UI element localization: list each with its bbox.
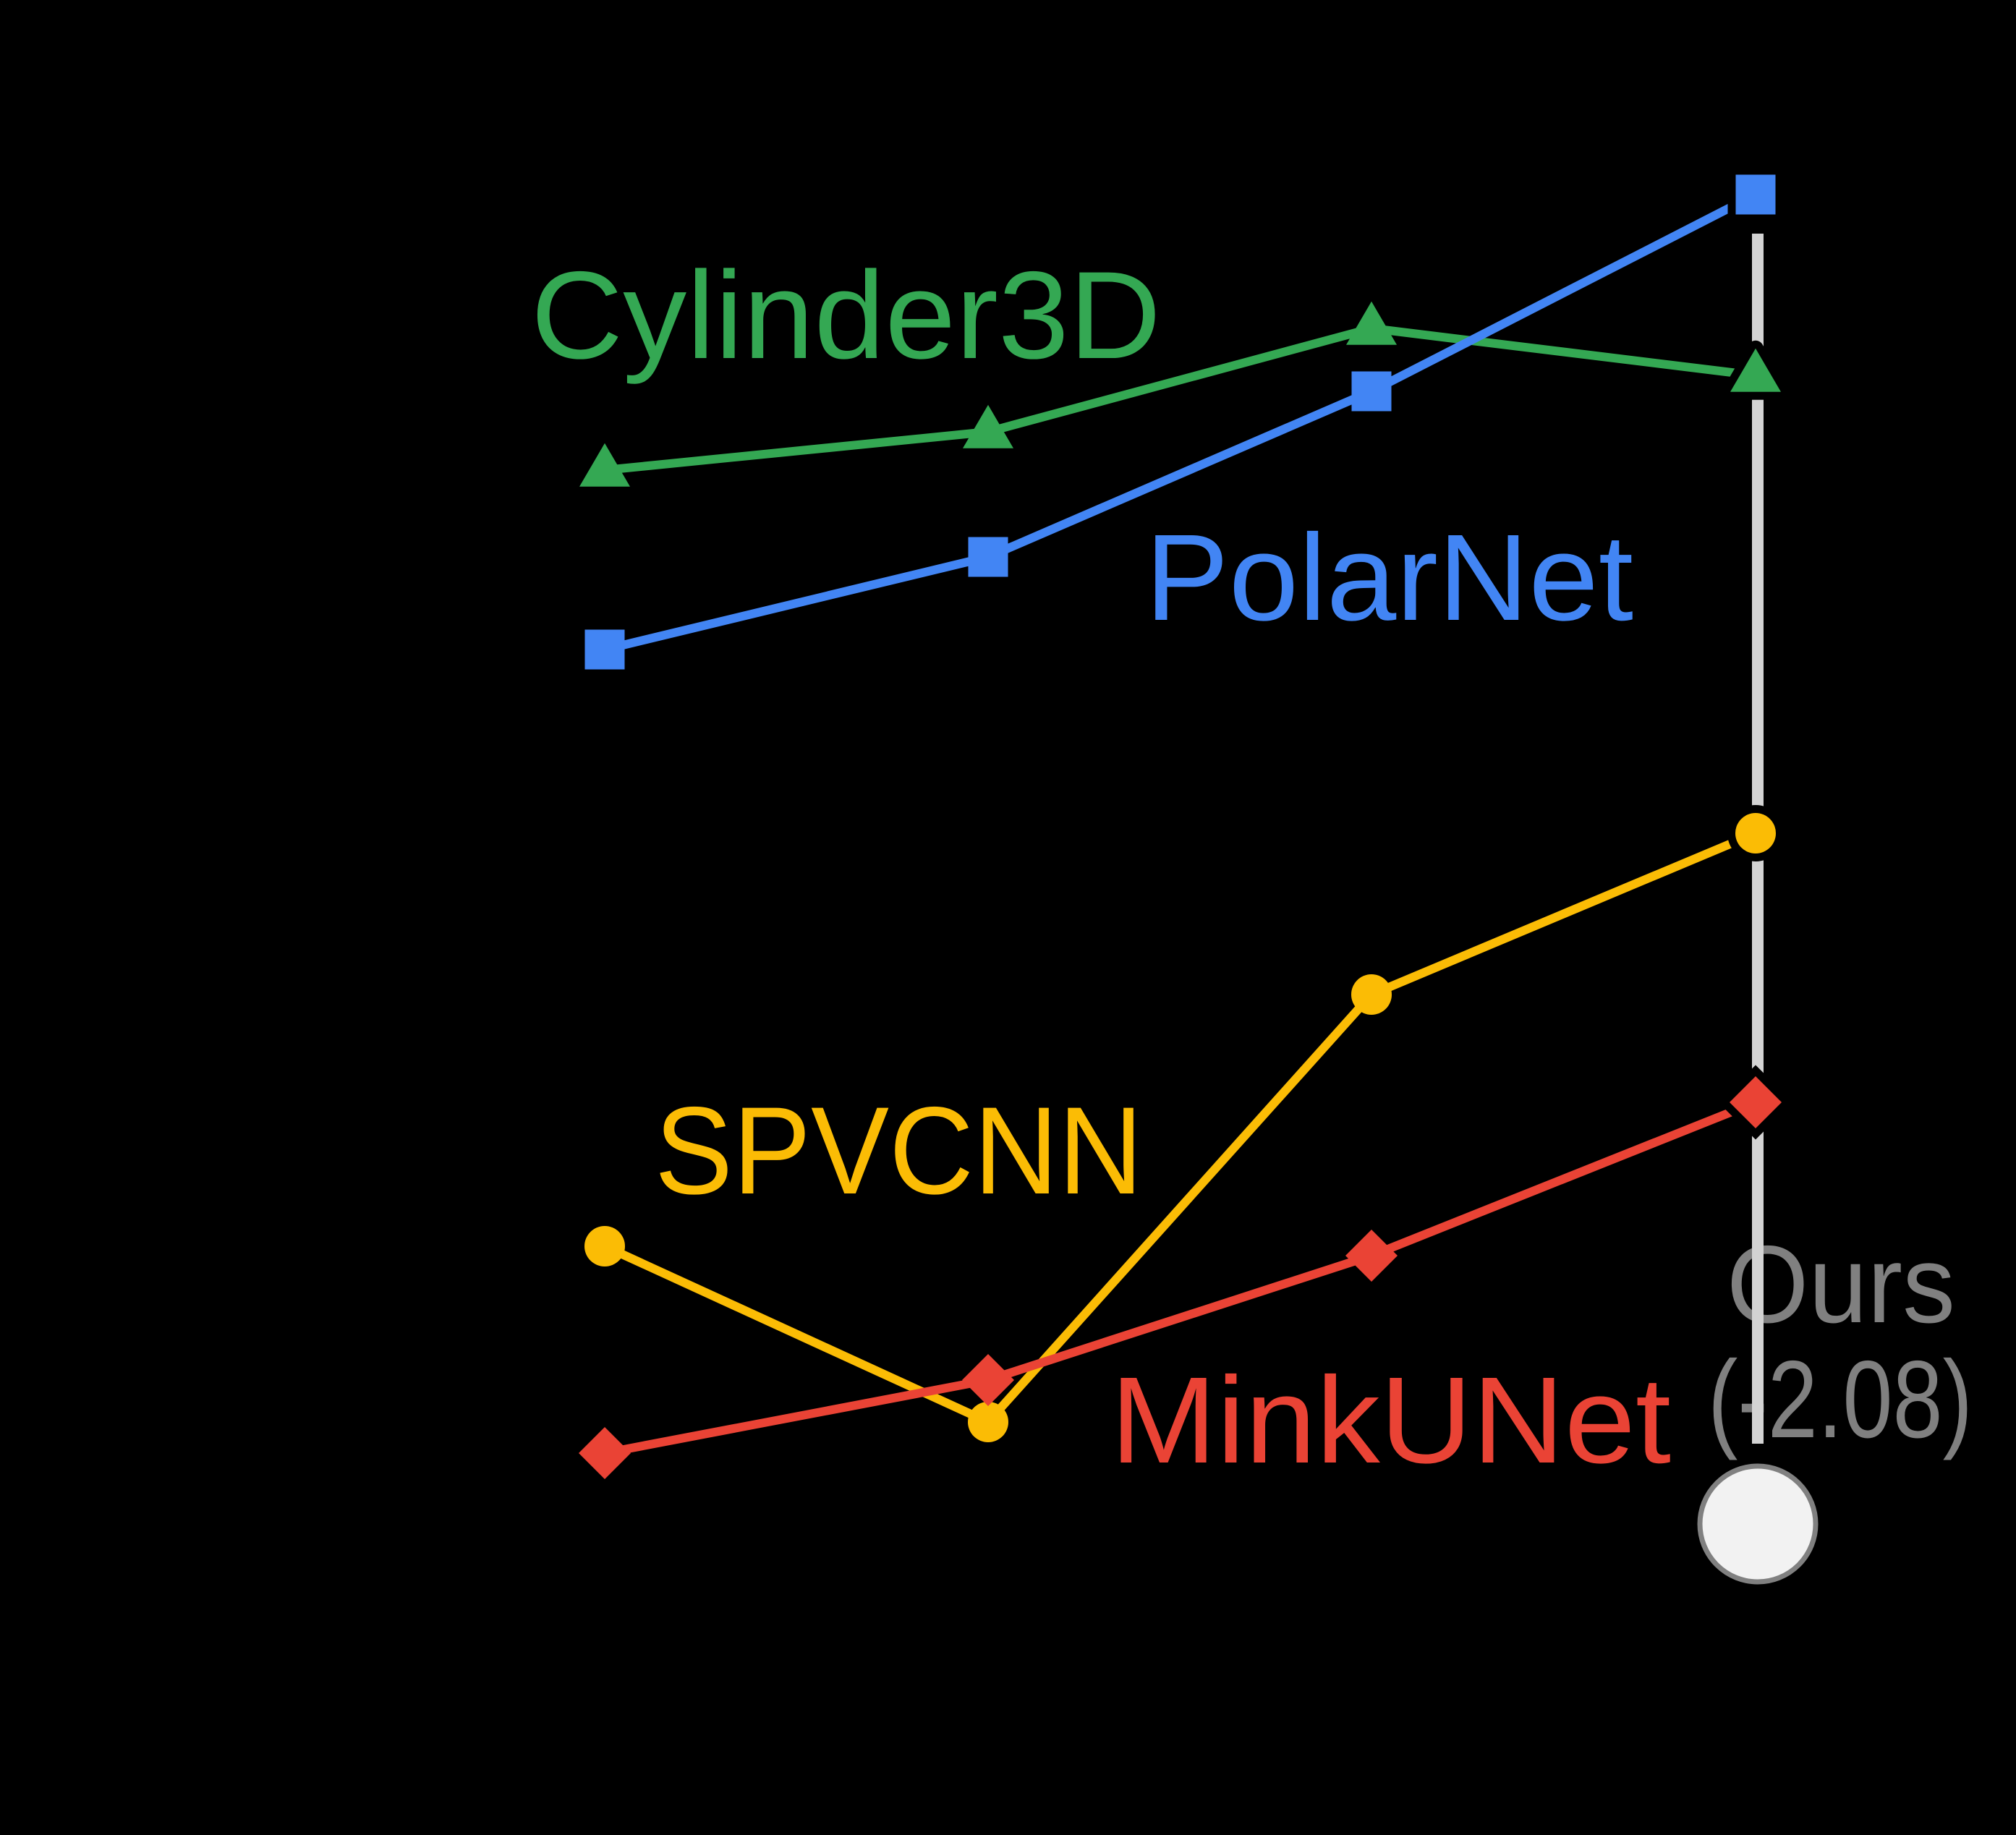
ours-marker — [1697, 1463, 1819, 1585]
triangle-marker — [1722, 340, 1789, 400]
label-minkunet: MinkUNet — [1110, 1352, 1671, 1489]
markers-polarnet — [584, 166, 1784, 670]
series-minkunet — [603, 1098, 1758, 1457]
label-polarnet: PolarNet — [1145, 509, 1633, 647]
series-line — [603, 1098, 1758, 1457]
series-polarnet — [603, 190, 1758, 654]
label-cylinder3d: Cylinder3D — [531, 246, 1161, 385]
ours-label: Ours — [1727, 1223, 1955, 1346]
ours-circle-marker — [1697, 1463, 1819, 1585]
circle-marker — [584, 1226, 625, 1266]
triangle-marker — [963, 404, 1013, 448]
diamond-marker — [579, 1427, 631, 1479]
series-line — [603, 829, 1758, 1426]
diamond-marker — [1718, 1065, 1793, 1140]
square-marker — [1351, 371, 1392, 412]
markers-spvcnn — [584, 805, 1784, 1442]
square-marker — [584, 629, 625, 670]
label-spvcnn: SPVCNN — [655, 1081, 1143, 1220]
series-labels: Cylinder3D PolarNet SPVCNN MinkUNet — [531, 246, 1671, 1489]
diamond-marker — [1345, 1230, 1398, 1282]
ours-annotation: Ours (-2.08) — [1708, 1223, 1973, 1461]
square-marker — [1727, 166, 1784, 223]
triangle-marker — [1346, 301, 1397, 345]
circle-marker — [1351, 974, 1392, 1015]
series-line — [604, 324, 1756, 474]
ours-value-label: (-2.08) — [1708, 1338, 1973, 1461]
triangle-marker — [579, 443, 630, 487]
square-marker — [968, 537, 1008, 577]
diamond-marker — [962, 1354, 1014, 1406]
circle-marker — [1727, 805, 1784, 861]
series-cylinder3d — [604, 324, 1756, 474]
series-line — [603, 190, 1758, 654]
circle-marker — [968, 1402, 1008, 1442]
markers-cylinder3d — [579, 301, 1789, 487]
markers-minkunet — [579, 1065, 1793, 1479]
series-spvcnn — [603, 829, 1758, 1426]
series-layer — [579, 166, 1793, 1479]
